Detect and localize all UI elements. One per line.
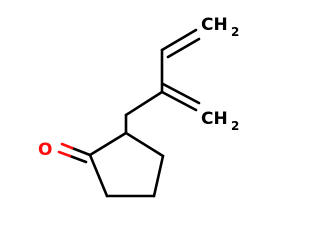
side-chain bbox=[124, 28, 201, 135]
oxygen-label: O bbox=[38, 140, 52, 160]
ring-bond-c1-c2 bbox=[88, 131, 128, 157]
vinyl-ch2-subscript: 2 bbox=[231, 25, 239, 39]
methylene-double-bond-b bbox=[161, 82, 201, 105]
carbonyl-bond-outer bbox=[70, 146, 92, 157]
vinyl-double-bond-a bbox=[160, 28, 198, 52]
carbonyl-bond-outer-o bbox=[60, 142, 74, 150]
methylene-double-bond-a bbox=[160, 90, 198, 112]
methylene-ch2-label: CH 2 bbox=[201, 109, 239, 133]
chain-bond-ch2-c bbox=[124, 90, 164, 117]
ring-bond-c3-c4 bbox=[152, 154, 165, 198]
vinyl-ch2-label: CH 2 bbox=[201, 15, 239, 39]
ring-bond-c5-c1 bbox=[88, 153, 109, 198]
ring-bond-c2-c3 bbox=[124, 131, 165, 158]
carbonyl-double-bond bbox=[57, 142, 92, 164]
methylene-ch2-subscript: 2 bbox=[231, 119, 239, 133]
carbonyl-bond-inner bbox=[68, 154, 88, 164]
methylene-ch2-symbol: CH bbox=[201, 109, 228, 129]
vinyl-double-bond-b bbox=[166, 37, 201, 59]
molecule-structure: O CH 2 CH 2 bbox=[38, 15, 239, 198]
cyclopentanone-ring bbox=[88, 131, 165, 198]
carbonyl-bond-inner-o bbox=[57, 150, 72, 158]
vinyl-ch2-symbol: CH bbox=[201, 15, 228, 35]
